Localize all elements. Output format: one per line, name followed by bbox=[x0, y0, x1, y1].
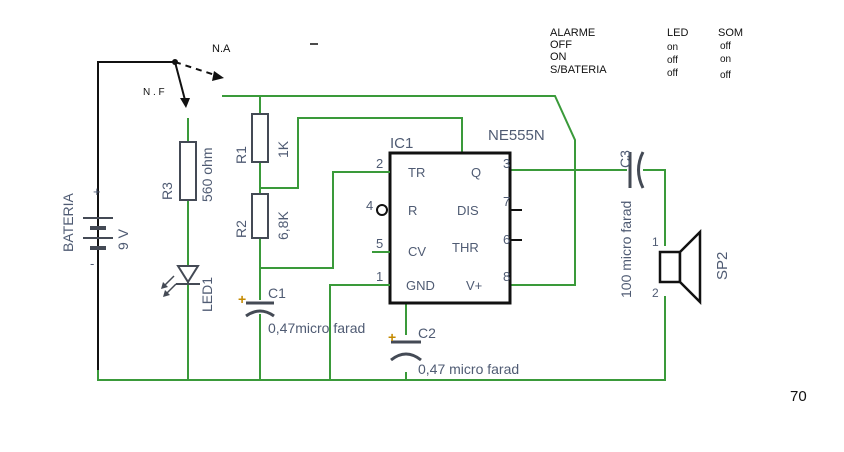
pin-r-label: R bbox=[408, 203, 417, 218]
pin-gnd-label: GND bbox=[406, 278, 435, 293]
c3-name: C3 bbox=[617, 150, 633, 168]
battery-value: 9 V bbox=[115, 228, 131, 250]
c2-symbol bbox=[390, 338, 422, 366]
table-row-0-som: off bbox=[720, 41, 731, 52]
r2-value: 6,8K bbox=[275, 211, 291, 240]
r3-value: 560 ohm bbox=[199, 148, 215, 202]
c2-value: 0,47 micro farad bbox=[418, 361, 519, 377]
pin-vplus-label: V+ bbox=[466, 278, 482, 293]
pin-tr-label: TR bbox=[408, 165, 425, 180]
switch-lever-na bbox=[174, 61, 219, 77]
r3-body bbox=[179, 141, 197, 201]
speaker-pin1: 1 bbox=[652, 235, 659, 249]
c1-symbol bbox=[245, 300, 275, 318]
table-row-2-led: off bbox=[667, 68, 678, 79]
table-row-0-led: on bbox=[667, 42, 678, 53]
ic-name: IC1 bbox=[390, 135, 413, 152]
table-row-2-state: S/BATERIA bbox=[550, 64, 607, 76]
table-row-1-state: ON bbox=[550, 51, 567, 63]
switch-lever-nf bbox=[174, 61, 186, 101]
vcc-rail bbox=[222, 95, 576, 286]
c1-name: C1 bbox=[268, 285, 286, 301]
switch-pivot bbox=[172, 59, 178, 65]
table-row-0-state: OFF bbox=[550, 39, 572, 51]
table-row-1-led: off bbox=[667, 55, 678, 66]
pin-5-num: 5 bbox=[376, 236, 383, 251]
c1-value: 0,47micro farad bbox=[268, 320, 365, 336]
led-icon bbox=[161, 265, 200, 297]
pin-cv-label: CV bbox=[408, 244, 426, 259]
speaker-icon bbox=[658, 228, 702, 306]
speaker-pin2: 2 bbox=[652, 286, 659, 300]
switch-arrow-na-icon bbox=[212, 71, 224, 81]
table-header-alarme: ALARME bbox=[550, 27, 595, 39]
battery-name: BATERIA bbox=[60, 192, 76, 252]
led-name: LED1 bbox=[199, 277, 215, 312]
table-row-2-som: off bbox=[720, 70, 731, 81]
battery-minus-label: - bbox=[90, 256, 94, 271]
pin-7-num: 7 bbox=[503, 194, 510, 209]
switch-wiring bbox=[97, 43, 318, 370]
table-row-1-som: on bbox=[720, 54, 731, 65]
ic-part: NE555N bbox=[488, 127, 545, 144]
page-number: 70 bbox=[790, 388, 807, 405]
ground-rail bbox=[97, 296, 666, 381]
table-header-led: LED bbox=[667, 27, 688, 39]
r1-name: R1 bbox=[233, 146, 249, 164]
pin-4-num: 4 bbox=[366, 198, 373, 213]
switch-na-label: N.A bbox=[212, 43, 231, 55]
r1-body bbox=[251, 113, 269, 163]
pin-6-num: 6 bbox=[503, 232, 510, 247]
table-header-som: SOM bbox=[718, 27, 743, 39]
battery-plus-label: + bbox=[93, 184, 101, 199]
pin-4-invert-bubble bbox=[376, 204, 388, 216]
c3-value: 100 micro farad bbox=[618, 201, 634, 298]
r3-name: R3 bbox=[159, 182, 175, 200]
gnd-link bbox=[329, 284, 390, 380]
ic-body bbox=[388, 151, 512, 305]
pin-8-num: 8 bbox=[503, 269, 510, 284]
r2-name: R2 bbox=[233, 220, 249, 238]
pin-2-num: 2 bbox=[376, 156, 383, 171]
c1-plus: + bbox=[238, 291, 246, 307]
c3-symbol bbox=[627, 150, 645, 190]
c2-plus: + bbox=[388, 329, 396, 345]
switch-nf-label: N . F bbox=[143, 87, 165, 98]
pin-thr-label: THR bbox=[452, 240, 479, 255]
r1-value: 1K bbox=[275, 140, 291, 158]
c2-name: C2 bbox=[418, 325, 436, 341]
wire-battery-to-switch bbox=[97, 61, 175, 370]
pin-1-num: 1 bbox=[376, 269, 383, 284]
speaker-link bbox=[643, 169, 666, 246]
switch-arrow-nf-icon bbox=[180, 98, 190, 108]
battery-symbol bbox=[83, 217, 113, 250]
alarm-state-table: ALARME LED SOM OFF on off ON off on S/BA… bbox=[550, 27, 743, 81]
pin-q-label: Q bbox=[471, 165, 481, 180]
r2-body bbox=[251, 193, 269, 239]
speaker-name: SP2 bbox=[714, 252, 731, 280]
pin-3-num: 3 bbox=[503, 156, 510, 171]
pin-dis-label: DIS bbox=[457, 203, 479, 218]
